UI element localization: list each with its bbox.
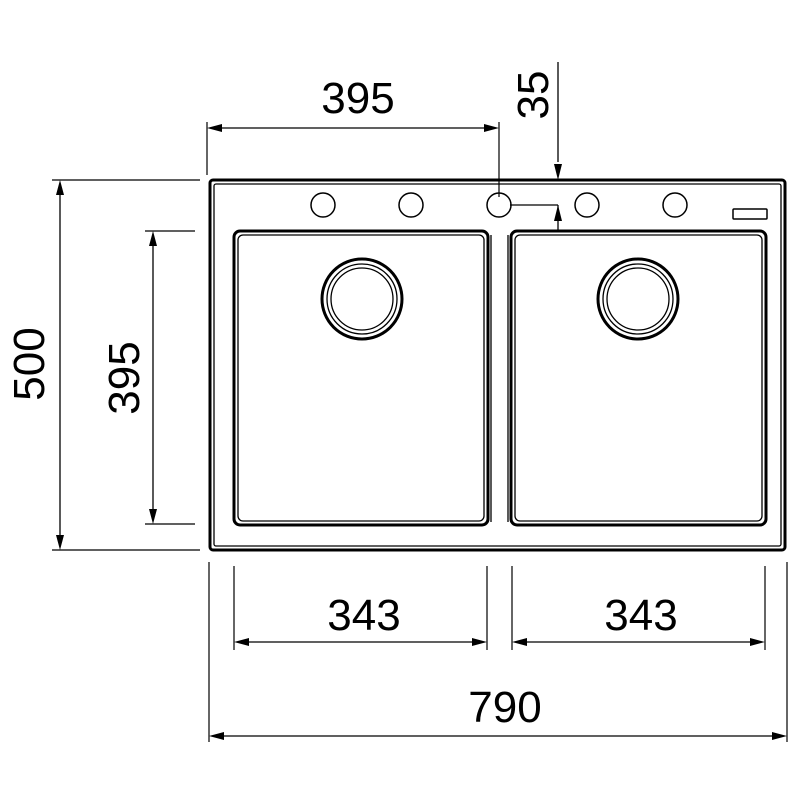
left-drain-ring	[326, 263, 398, 335]
left-bowl	[232, 229, 490, 527]
dimension-overall-width: 790	[208, 562, 788, 742]
left-drain-inner	[330, 267, 394, 331]
dimension-label-343-left: 343	[327, 591, 400, 640]
bowl-divider	[490, 235, 509, 522]
dimension-right-bowl-width: 343	[511, 566, 766, 650]
left-drain-outer	[320, 257, 404, 341]
dimension-overall-depth: 500	[5, 179, 200, 551]
right-bowl-outline	[509, 229, 768, 527]
tap-holes	[310, 192, 688, 218]
tap-hole	[662, 192, 688, 218]
dimension-label-790: 790	[468, 683, 541, 732]
dimension-label-395-top: 395	[321, 74, 394, 123]
dimension-tap-hole-offset: 35	[509, 62, 562, 230]
dimension-label-343-right: 343	[604, 591, 677, 640]
tap-hole	[310, 192, 336, 218]
right-bowl	[509, 229, 768, 527]
right-drain-inner	[606, 267, 670, 331]
right-bowl-inner-line	[514, 234, 763, 522]
dimension-label-35: 35	[509, 71, 558, 120]
tap-hole	[574, 192, 600, 218]
sink-body	[208, 178, 787, 552]
left-bowl-outline	[232, 229, 490, 527]
dimension-label-395-side: 395	[100, 341, 149, 414]
right-drain-ring	[602, 263, 674, 335]
dimension-left-bowl-width: 343	[233, 566, 488, 650]
right-drain-outer	[596, 257, 680, 341]
overflow-slot	[732, 208, 768, 220]
tap-hole	[398, 192, 424, 218]
dimension-label-500: 500	[5, 327, 54, 400]
left-bowl-inner-line	[237, 234, 485, 522]
sink-inner-rim	[213, 183, 782, 547]
sink-outer-rim	[208, 178, 787, 552]
dimension-bowl-depth: 395	[100, 230, 195, 525]
dimension-center-to-tap-hole: 395	[206, 74, 500, 197]
